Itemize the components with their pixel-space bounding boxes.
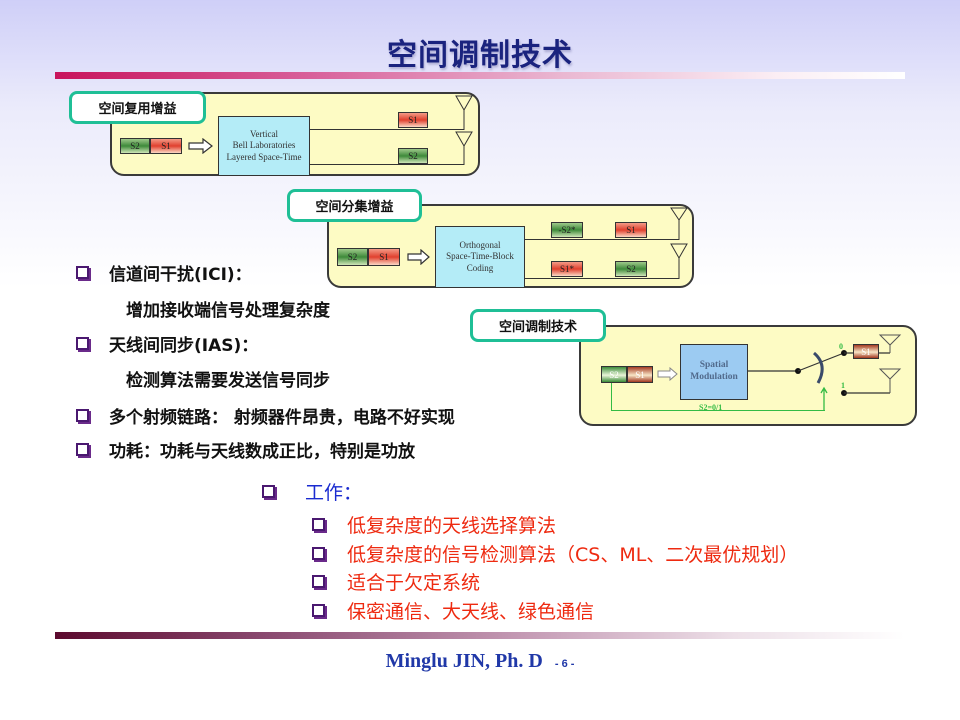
output-block-s1: S1 xyxy=(615,222,647,238)
spatial-modulation-tag: 空间调制技术 xyxy=(470,309,606,342)
checkbox-bullet-icon xyxy=(312,575,325,588)
checkbox-bullet-icon xyxy=(76,337,89,350)
input-block-s2: S2 xyxy=(120,138,150,154)
antenna-switch xyxy=(748,334,902,411)
wire xyxy=(525,278,679,279)
challenge-item: 功耗：功耗与天线数成正比，特别是功放 xyxy=(76,437,415,462)
output-block-s2: S2 xyxy=(615,261,647,277)
input-block-s1: S1 xyxy=(368,248,400,266)
work-item: 保密通信、大天线、绿色通信 xyxy=(312,597,594,624)
footer-divider xyxy=(55,632,905,639)
challenge-label: 功耗：功耗与天线数成正比，特别是功放 xyxy=(109,442,415,462)
work-item-label: 保密通信、大天线、绿色通信 xyxy=(347,601,595,623)
title-divider xyxy=(55,72,905,79)
switch-label-1: 1 xyxy=(841,381,845,390)
control-line xyxy=(611,383,825,411)
spatial-modulation-processor: Spatial Modulation xyxy=(680,344,748,400)
input-block-s2: S2 xyxy=(601,366,627,383)
work-item: 低复杂度的天线选择算法 xyxy=(312,511,556,538)
challenge-label: 天线间同步(IAS)： xyxy=(109,336,259,356)
multiplexing-diagram: S2 S1 Vertical Bell Laboratories Layered… xyxy=(110,92,480,176)
ostbc-processor: Orthogonal Space-Time-Block Coding xyxy=(435,226,525,288)
work-heading-label: 工作： xyxy=(305,482,363,504)
challenge-label: 信道间干扰(ICI)： xyxy=(109,265,252,285)
checkbox-bullet-icon xyxy=(312,604,325,617)
checkbox-bullet-icon xyxy=(76,443,89,456)
wire xyxy=(310,129,464,130)
checkbox-bullet-icon xyxy=(312,547,325,560)
spatial-modulation-diagram: S2 S1 Spatial Modulation 0 1 S1 S2=0/1 xyxy=(579,325,917,426)
challenge-item: 天线间同步(IAS)： xyxy=(76,331,258,356)
work-item-label: 低复杂度的天线选择算法 xyxy=(347,515,557,537)
output-block-s1-conj: S1* xyxy=(551,261,583,277)
challenge-detail: 增加接收端信号处理复杂度 xyxy=(126,301,330,321)
checkbox-bullet-icon xyxy=(76,266,89,279)
diversity-diagram: S2 S1 Orthogonal Space-Time-Block Coding… xyxy=(327,204,694,288)
work-item: 适合于欠定系统 xyxy=(312,568,480,595)
wire xyxy=(310,164,464,165)
hollow-arrow-icon xyxy=(188,138,213,154)
wire xyxy=(525,239,679,240)
challenge-item: 信道间干扰(ICI)： xyxy=(76,260,252,285)
diversity-tag: 空间分集增益 xyxy=(287,189,422,222)
processor-line: Space-Time-Block xyxy=(446,251,514,262)
slide-title: 空间调制技术 xyxy=(387,38,573,73)
antenna-icon xyxy=(670,207,688,279)
output-block-s1: S1 xyxy=(853,344,879,359)
footer: Minglu JIN, Ph. D - 6 - xyxy=(0,650,960,673)
antenna-icon xyxy=(455,95,473,165)
processor-line: Modulation xyxy=(690,372,738,382)
checkbox-bullet-icon xyxy=(312,518,325,531)
vblast-processor: Vertical Bell Laboratories Layered Space… xyxy=(218,116,310,176)
page-number: - 6 - xyxy=(554,658,575,670)
processor-line: Coding xyxy=(466,262,494,273)
work-item-label: 适合于欠定系统 xyxy=(347,572,481,594)
output-block-s2: S2 xyxy=(398,148,428,164)
processor-line: Vertical xyxy=(250,129,278,140)
output-block-s1: S1 xyxy=(398,112,428,128)
work-heading: 工作： xyxy=(262,478,362,505)
control-label: S2=0/1 xyxy=(699,403,723,412)
output-block-neg-s2-conj: -S2* xyxy=(551,222,583,238)
hollow-arrow-icon xyxy=(407,249,430,265)
footer-author: Minglu JIN, Ph. D xyxy=(385,650,543,672)
processor-line: Orthogonal xyxy=(459,240,501,251)
challenge-detail: 检测算法需要发送信号同步 xyxy=(126,371,330,391)
challenge-item: 多个射频链路： 射频器件昂贵，电路不好实现 xyxy=(76,403,455,428)
input-block-s2: S2 xyxy=(337,248,368,266)
hollow-arrow-icon xyxy=(657,367,678,381)
multiplexing-tag: 空间复用增益 xyxy=(69,91,206,124)
switch-label-0: 0 xyxy=(839,342,843,351)
processor-line: Bell Laboratories xyxy=(232,140,296,151)
input-block-s1: S1 xyxy=(150,138,182,154)
checkbox-bullet-icon xyxy=(262,485,275,498)
work-item: 低复杂度的信号检测算法（CS、ML、二次最优规划） xyxy=(312,540,798,567)
processor-line: Layered Space-Time xyxy=(226,151,302,162)
challenge-label: 多个射频链路： 射频器件昂贵，电路不好实现 xyxy=(109,408,455,428)
processor-line: Spatial xyxy=(699,360,729,371)
input-block-s1: S1 xyxy=(627,366,653,383)
work-item-label: 低复杂度的信号检测算法（CS、ML、二次最优规划） xyxy=(347,544,799,566)
checkbox-bullet-icon xyxy=(76,409,89,422)
